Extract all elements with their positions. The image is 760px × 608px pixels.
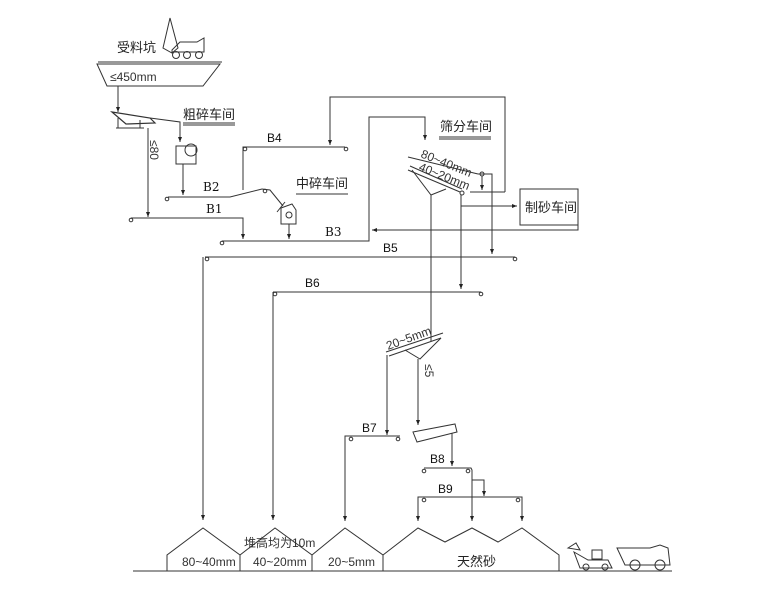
conveyor-b5: B5: [204, 241, 518, 262]
fines-size: ≤5: [422, 364, 436, 378]
receiving-pit-label: 受料坑: [117, 41, 156, 56]
conveyor-b7-label: B7: [362, 421, 377, 435]
fine-screen-size: 20~5mm: [384, 324, 433, 353]
sand-making-label: 制砂车间: [525, 200, 577, 216]
stockpile-40-20: 40~20mm: [253, 555, 307, 569]
stockpile-80-40: 80~40mm: [182, 555, 236, 569]
cone-crusher-icon: [276, 201, 297, 225]
conveyor-b2: B2: [164, 180, 284, 207]
conveyor-b7: B7: [344, 421, 401, 520]
secondary-crushing-label: 中碎车间: [296, 176, 348, 192]
conveyor-b9-label: B9: [438, 482, 453, 496]
primary-size-label: ≤80: [147, 140, 161, 160]
conveyor-b5-label: B5: [383, 241, 398, 255]
conveyor-b9: B9: [417, 482, 523, 520]
conveyor-b8: B8: [421, 452, 486, 520]
conveyor-b6-label: B6: [305, 276, 320, 290]
stockpile-20-5: 20~5mm: [328, 555, 375, 569]
conveyor-b2-label: B2: [203, 180, 219, 194]
loader-icon: [566, 542, 613, 571]
vibrating-feeder-icon: [110, 111, 157, 129]
sand-feeder-icon: [412, 423, 458, 443]
conveyor-b4-label: B4: [267, 131, 282, 145]
conveyor-b1: B1: [128, 202, 245, 239]
conveyor-b3-label: B3: [325, 225, 341, 239]
stockpile-natural-sand: 天然砂: [457, 554, 496, 570]
feed-size-label: ≤450mm: [110, 70, 157, 84]
conveyor-b8-label: B8: [430, 452, 445, 466]
stockpile-height-note: 堆高均为10m: [244, 535, 315, 550]
conveyor-b3: B3: [219, 225, 366, 246]
sand-making-box: 制砂车间: [519, 188, 579, 226]
stockpiles: 堆高均为10m 80~40mm 40~20mm 20~5mm 天然砂: [133, 527, 672, 572]
fine-screen-icon: [385, 332, 444, 360]
conveyor-b6: B6: [272, 276, 484, 297]
dump-truck-icon: [162, 17, 205, 59]
conveyor-b4: B4: [242, 131, 349, 190]
primary-crushing-label: 粗碎车间: [183, 107, 235, 123]
jaw-crusher-icon: [175, 143, 198, 165]
vibrating-screen-icon: [407, 156, 485, 196]
haul-truck-icon: [616, 544, 671, 571]
conveyor-b1-label: B1: [206, 202, 222, 216]
receiving-pit: 受料坑 ≤450mm: [96, 41, 222, 87]
screening-label: 筛分车间: [440, 119, 492, 135]
